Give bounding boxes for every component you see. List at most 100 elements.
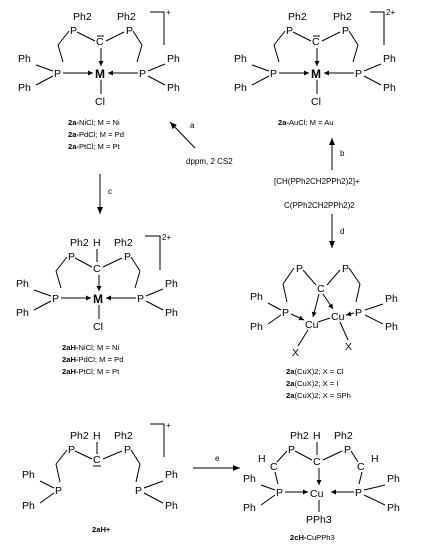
ph-label: Ph [167, 53, 180, 65]
compound-caption: 2a-PdCl; M = Pd [68, 130, 124, 139]
ph2-label: Ph2 [70, 237, 89, 249]
pph3-ligand: PPh3 [306, 514, 332, 526]
ph-label: Ph [16, 278, 29, 290]
compound-caption: 2a-NiCl; M = Ni [68, 118, 120, 127]
cu-atom: Cu [310, 488, 324, 500]
compound-caption: 2a-AuCl; M = Au [278, 118, 334, 127]
ph2-label: Ph2 [73, 11, 92, 23]
metal-atom: M [93, 292, 103, 306]
charge-label: + [166, 421, 171, 430]
p-atom: P [54, 68, 61, 80]
reaction-arrow-e: e [193, 454, 240, 471]
c-atom: C [270, 461, 278, 473]
ph-label: Ph [22, 469, 35, 481]
ph-label: Ph [22, 500, 35, 512]
c-atom: C [312, 36, 320, 48]
p-atom: P [126, 25, 133, 37]
p-atom: P [355, 307, 362, 319]
compound-2a-aucl: 2+ Ph2 Ph2 P P C P P Ph Ph Ph Ph M Cl 2a… [234, 8, 396, 127]
compound-caption: 2cH-CuPPh3 [290, 533, 335, 542]
c-atom: C [93, 454, 101, 466]
compound-caption: 2a-PtCl; M = Pt [68, 142, 121, 151]
p-atom: P [124, 444, 131, 456]
ph-label: Ph [385, 293, 398, 305]
p-atom: P [139, 68, 146, 80]
compound-caption: 2a(CuX)2; X = I [286, 379, 339, 388]
p-atom: P [355, 68, 362, 80]
compound-2ah-mcl: 2+ Ph2 H Ph2 P P C P P Ph Ph Ph Ph M Cl … [16, 233, 178, 376]
step-letter: e [215, 454, 220, 463]
compound-2ah-plus: + Ph2 H Ph2 P P C P P Ph Ph Ph Ph 2aH+ [22, 421, 178, 534]
h-atom: H [258, 453, 266, 465]
step-letter: b [340, 149, 345, 158]
ph-label: Ph [165, 278, 178, 290]
ph2-label: Ph2 [334, 430, 353, 442]
ph-label: Ph [165, 307, 178, 319]
p-atom: P [135, 485, 142, 497]
p-atom: P [52, 293, 59, 305]
cu-atom: Cu [305, 319, 319, 331]
h-atom: H [93, 237, 101, 249]
reaction-arrow-d: C(PPh2CH2PPh2)2 d [284, 201, 355, 248]
p-atom: P [355, 487, 362, 499]
p-atom: P [288, 444, 295, 456]
compound-caption: 2aH-PtCl; M = Pt [62, 367, 120, 376]
x-atom: X [345, 341, 352, 353]
reagent-label: [CH(PPh2CH2PPh2)2]+ [274, 177, 360, 186]
h-atom: H [93, 430, 101, 442]
compound-caption: 2a(CuX)2; X = SPh [286, 391, 351, 400]
p-atom: P [342, 263, 349, 275]
ph2-label: Ph2 [114, 430, 133, 442]
p-atom: P [70, 25, 77, 37]
charge-label: 2+ [386, 8, 395, 17]
c-atom: C [317, 283, 325, 295]
p-atom: P [286, 25, 293, 37]
p-atom: P [124, 251, 131, 263]
ph2-label: Ph2 [117, 11, 136, 23]
step-letter: c [108, 187, 112, 196]
step-letter: d [340, 227, 344, 236]
ph-label: Ph [18, 82, 31, 94]
ph2-label: Ph2 [288, 11, 307, 23]
compound-caption: 2aH-PdCl; M = Pd [62, 355, 123, 364]
p-atom: P [282, 307, 289, 319]
ph-label: Ph [383, 82, 396, 94]
p-atom: P [276, 487, 283, 499]
step-letter: a [190, 121, 195, 130]
cl-atom: Cl [95, 96, 105, 108]
ph-label: Ph [243, 473, 256, 485]
reagent-label: C(PPh2CH2PPh2)2 [284, 201, 355, 210]
compound-2a-mcl: + Ph2 Ph2 P P C P P Ph Ph Ph Ph M Cl 2a-… [18, 8, 180, 151]
c-atom: C [313, 456, 321, 468]
p-atom: P [68, 444, 75, 456]
metal-atom: M [311, 67, 321, 81]
ph-label: Ph [165, 500, 178, 512]
ph-label: Ph [234, 82, 247, 94]
reaction-arrow-c: c [97, 174, 112, 214]
ph-label: Ph [18, 53, 31, 65]
ph2-label: Ph2 [114, 237, 133, 249]
ph-label: Ph [250, 321, 263, 333]
cu-atom: Cu [331, 311, 345, 323]
metal-atom: M [95, 67, 105, 81]
h-atom: H [371, 453, 379, 465]
ph-label: Ph [387, 473, 400, 485]
ph-label: Ph [16, 307, 29, 319]
compound-caption: 2a(CuX)2; X = Cl [286, 367, 344, 376]
c-atom: C [96, 36, 104, 48]
c-atom: C [357, 461, 365, 473]
p-atom: P [344, 444, 351, 456]
p-atom: P [296, 263, 303, 275]
compound-caption: 2aH-NiCl; M = Ni [62, 343, 119, 352]
compound-2a-cux2: P P C P P Ph Ph Ph Ph Cu Cu X X 2a(CuX)2… [250, 263, 398, 400]
x-atom: X [292, 347, 299, 359]
reagent-label: dppm, 2 CS2 [186, 157, 233, 166]
ph-label: Ph [234, 53, 247, 65]
c-atom: C [93, 263, 101, 275]
ph-label: Ph [167, 82, 180, 94]
p-atom: P [68, 251, 75, 263]
cl-atom: Cl [311, 96, 321, 108]
charge-label: 2+ [162, 233, 171, 242]
cl-atom: Cl [93, 321, 103, 333]
ph-label: Ph [243, 502, 256, 514]
